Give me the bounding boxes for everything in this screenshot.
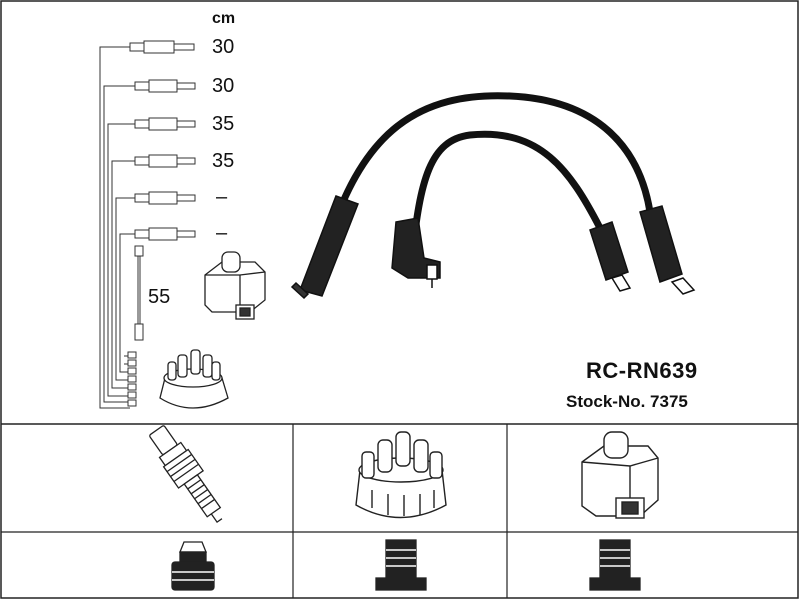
- wire-length-schematic: [99, 40, 196, 409]
- spark-plug-icon: [149, 425, 223, 524]
- wire-length-6: –: [216, 222, 228, 244]
- wire-length-4: 35: [212, 150, 235, 172]
- ignition-coil-small: [204, 251, 266, 320]
- distributor-cap-icon: [355, 431, 447, 519]
- ignition-cable-set: [322, 92, 654, 262]
- wire-length-3: 35: [212, 113, 235, 135]
- wire-length-2: 30: [212, 75, 235, 97]
- wire-length-1: 30: [212, 36, 235, 58]
- coil-wire-length: 55: [148, 286, 171, 308]
- wire-connector: [129, 40, 196, 241]
- unit-label: cm: [212, 10, 236, 27]
- part-number: RC-RN639: [586, 358, 698, 383]
- stock-number: Stock-No. 7375: [566, 392, 688, 411]
- spark-plug-boot: [290, 195, 359, 300]
- distributor-cap-small: [159, 349, 229, 409]
- coil-boot-angled: [391, 217, 441, 288]
- spark-plug-boot-right-2: [639, 205, 696, 295]
- terminal-coil-icon: [589, 539, 641, 591]
- terminal-distributor-icon: [375, 539, 427, 591]
- ignition-coil-icon: [581, 431, 659, 519]
- terminal-spark-plug-icon: [171, 541, 215, 591]
- wire-length-5: –: [216, 186, 228, 208]
- spark-plug-boot-right-1: [589, 221, 632, 292]
